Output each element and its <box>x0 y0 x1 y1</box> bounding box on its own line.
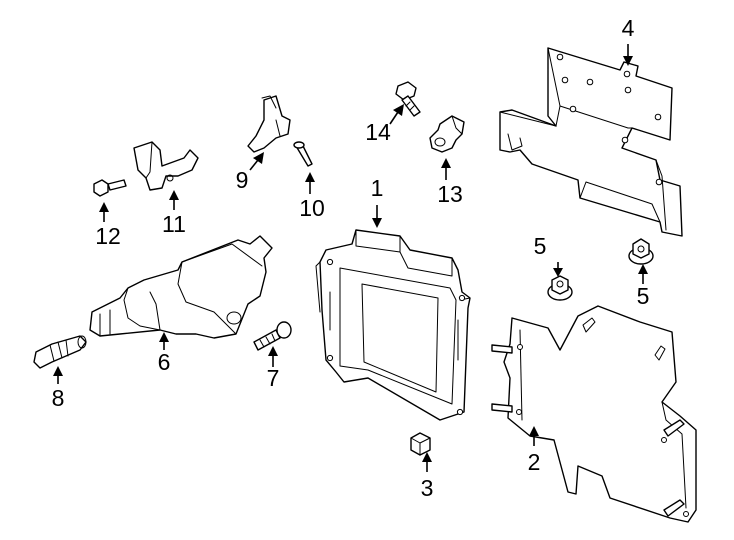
sensor-bracket <box>133 141 199 191</box>
bolt-center <box>253 321 292 351</box>
callout-10: 10 <box>299 195 325 221</box>
bolt-upper <box>395 81 421 117</box>
callout-6: 6 <box>158 349 171 375</box>
ignition-coil <box>89 235 273 339</box>
callout-4: 4 <box>622 15 635 41</box>
callout-2: 2 <box>528 449 541 475</box>
callout-3: 3 <box>421 475 434 501</box>
flange-nut-right <box>628 238 654 265</box>
callout-labels: 1 2 3 4 5 5 6 7 8 9 10 11 12 13 14 <box>52 15 650 501</box>
position-sensor <box>247 95 291 153</box>
callout-12: 12 <box>95 223 121 249</box>
callout-11: 11 <box>162 211 186 237</box>
callout-14: 14 <box>365 119 391 145</box>
mounting-bracket-upper <box>499 47 683 237</box>
callout-5-right: 5 <box>637 283 650 309</box>
flange-nut-left <box>547 275 573 301</box>
mounting-plate-lower <box>491 305 697 523</box>
callout-5-left: 5 <box>534 233 547 259</box>
callout-9: 9 <box>236 167 249 193</box>
callout-1: 1 <box>371 175 384 201</box>
callout-13: 13 <box>437 181 463 207</box>
leader-lines <box>53 44 648 472</box>
spark-plug <box>33 335 87 369</box>
callout-7: 7 <box>267 365 280 391</box>
nut-lower <box>410 432 431 456</box>
small-screw <box>93 179 127 197</box>
engine-control-module <box>315 229 471 421</box>
knock-sensor <box>429 115 465 153</box>
callout-8: 8 <box>52 385 65 411</box>
pin-screw <box>293 141 313 167</box>
